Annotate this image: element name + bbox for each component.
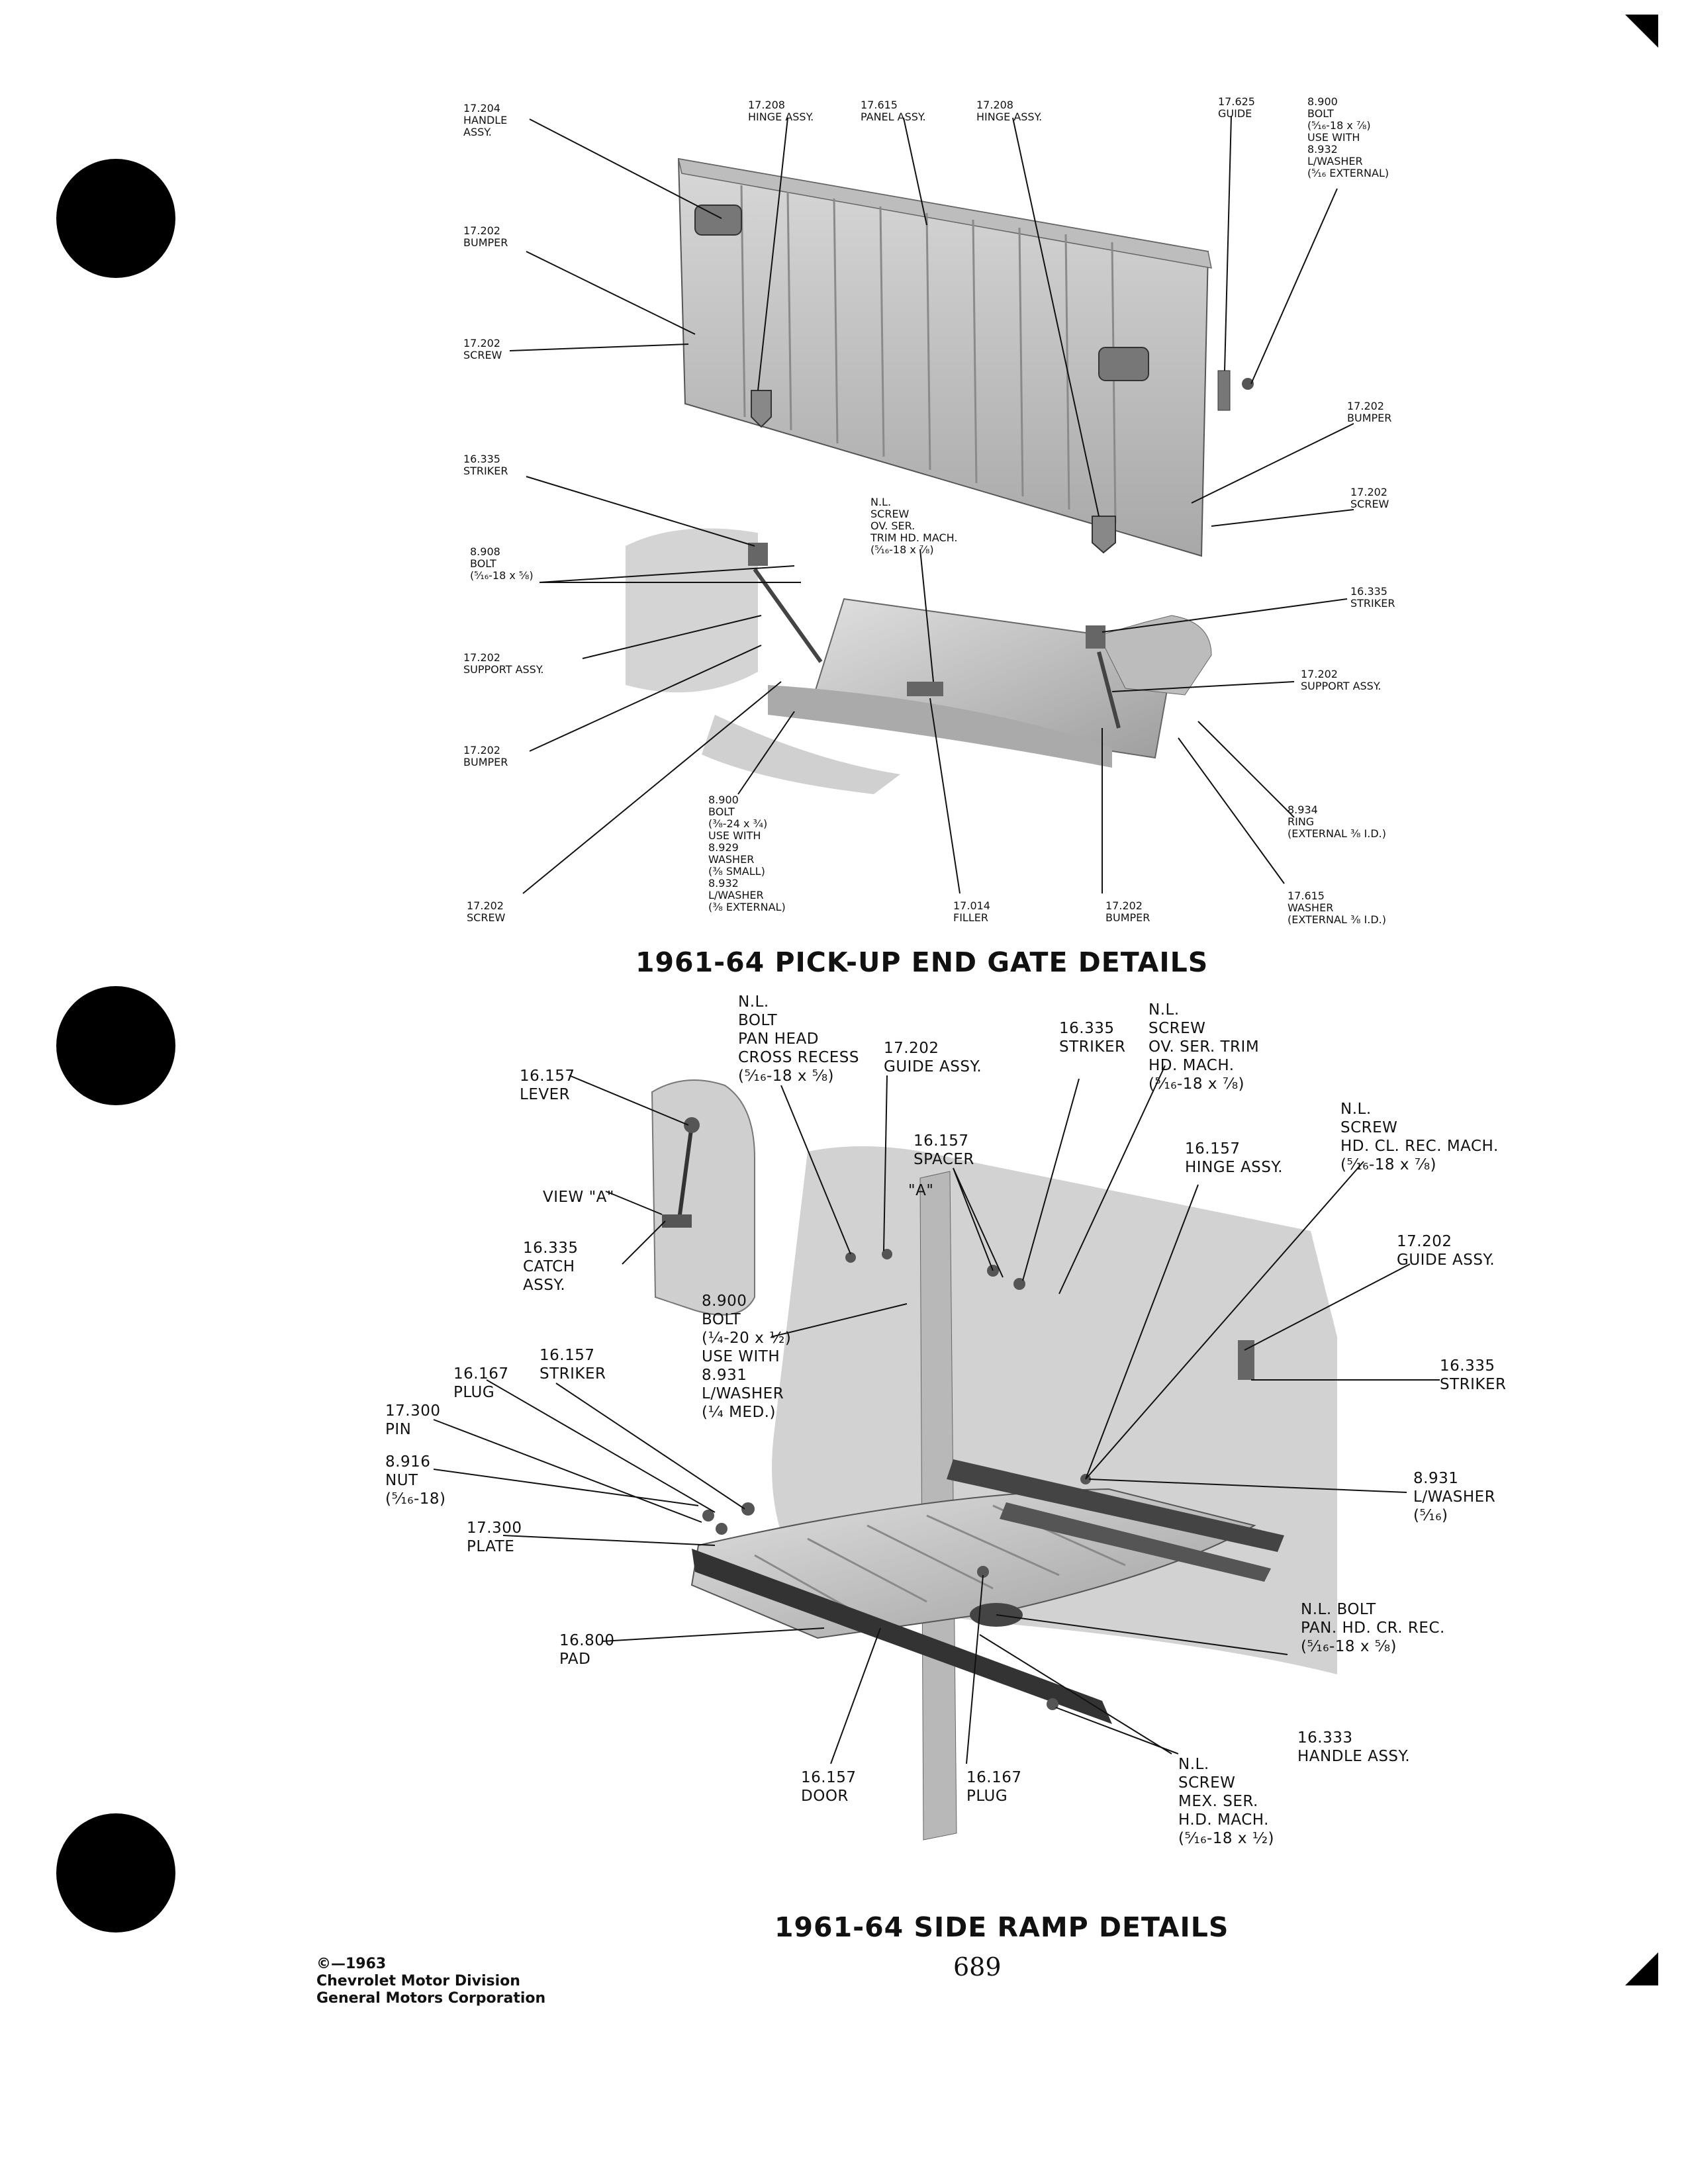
callout-striker-top: 16.335 STRIKER xyxy=(1059,1020,1126,1056)
binder-hole-bottom xyxy=(56,1813,175,1933)
callout-bolt-pan-head: N.L. BOLT PAN HEAD CROSS RECESS (⁵⁄₁₆-18… xyxy=(738,993,859,1085)
callout-striker-16157: 16.157 STRIKER xyxy=(539,1347,606,1383)
binder-hole-top xyxy=(56,159,175,278)
callout-ring: 8.934 RING (EXTERNAL ³⁄₈ I.D.) xyxy=(1288,803,1386,840)
side-ramp-drawing xyxy=(690,1146,1337,1841)
callout-door: 16.157 DOOR xyxy=(801,1769,857,1805)
callout-bumper-lower-left: 17.202 BUMPER xyxy=(463,744,508,768)
callout-screw-hd-cl: N.L. SCREW HD. CL. REC. MACH. (⁵⁄₁₆-18 x… xyxy=(1340,1101,1499,1173)
callout-guide: 17.625 GUIDE xyxy=(1218,95,1255,120)
callout-plate: 17.300 PLATE xyxy=(467,1520,522,1555)
callout-panel: 17.615 PANEL ASSY. xyxy=(861,99,926,123)
callout-bolt-guide: 8.900 BOLT (⁵⁄₁₆-18 x ⁷⁄₈) USE WITH 8.93… xyxy=(1307,95,1389,179)
callout-screw-upper-right: 17.202 SCREW xyxy=(1350,486,1389,510)
callout-hinge-left: 17.208 HINGE ASSY. xyxy=(748,99,814,123)
callout-bumper-upper-right: 17.202 BUMPER xyxy=(1347,400,1392,424)
callout-guide-assy-top: 17.202 GUIDE ASSY. xyxy=(884,1040,982,1075)
view-a-detail-drawing xyxy=(651,1079,755,1316)
callout-view-a: VIEW "A" xyxy=(543,1189,614,1206)
callout-screw-mex: N.L. SCREW MEX. SER. H.D. MACH. (⁵⁄₁₆-18… xyxy=(1178,1756,1275,1847)
callout-bolt-900: 8.900 BOLT (³⁄₈-24 x ³⁄₄) USE WITH 8.929… xyxy=(708,794,786,913)
pickup-bed-drawing xyxy=(626,528,1212,794)
callout-catch: 16.335 CATCH ASSY. xyxy=(523,1240,579,1294)
callout-striker-left: 16.335 STRIKER xyxy=(463,453,508,477)
callout-washer: 17.615 WASHER (EXTERNAL ³⁄₈ I.D.) xyxy=(1288,889,1386,926)
callout-bolt-pan-hd: N.L. BOLT PAN. HD. CR. REC. (⁵⁄₁₆-18 x ⁵… xyxy=(1301,1601,1445,1655)
callout-spacer: 16.157 SPACER xyxy=(914,1132,974,1168)
callout-screw-ov: N.L. SCREW OV. SER. TRIM HD. MACH. (⁵⁄₁₆… xyxy=(1149,1001,1260,1093)
callout-bumper-upper-left: 17.202 BUMPER xyxy=(463,224,508,249)
callout-striker-right: 16.335 STRIKER xyxy=(1350,585,1395,610)
callout-plug-bottom: 16.167 PLUG xyxy=(966,1769,1022,1805)
callout-striker-right: 16.335 STRIKER xyxy=(1440,1357,1507,1393)
callout-bolt-900-ramp: 8.900 BOLT (¹⁄₄-20 x ¹⁄₂) USE WITH 8.931… xyxy=(702,1293,792,1421)
copyright-notice: ©—1963 Chevrolet Motor Division General … xyxy=(316,1956,546,2007)
callout-screw-trim: N.L. SCREW OV. SER. TRIM HD. MACH. (⁵⁄₁₆… xyxy=(870,496,958,556)
callout-bolt-908: 8.908 BOLT (⁵⁄₁₆-18 x ⁵⁄₈) xyxy=(470,545,534,582)
callout-support-left: 17.202 SUPPORT ASSY. xyxy=(463,651,544,676)
end-gate-panel-drawing xyxy=(677,158,1254,557)
callout-screw-lower-left: 17.202 SCREW xyxy=(467,899,506,924)
callout-pin: 17.300 PIN xyxy=(385,1402,441,1438)
callout-lwasher: 8.931 L/WASHER (⁵⁄₁₆) xyxy=(1413,1470,1496,1524)
leader-lines xyxy=(433,115,1440,1764)
callout-nut: 8.916 NUT (⁵⁄₁₆-18) xyxy=(385,1453,446,1508)
callout-hinge-right: 17.208 HINGE ASSY. xyxy=(976,99,1043,123)
callout-lever: 16.157 LEVER xyxy=(520,1068,575,1103)
callout-handle-assy: 16.333 HANDLE ASSY. xyxy=(1297,1729,1411,1765)
callout-plug-top: 16.167 PLUG xyxy=(453,1365,509,1401)
corner-mark-bottom xyxy=(1625,1952,1658,1985)
callout-bumper-lower-right: 17.202 BUMPER xyxy=(1105,899,1150,924)
callout-hinge-assy: 16.157 HINGE ASSY. xyxy=(1185,1140,1284,1176)
callout-view-a-mark: "A" xyxy=(908,1182,934,1199)
end-gate-title: 1961-64 PICK-UP END GATE DETAILS xyxy=(635,946,1209,978)
page-number: 689 xyxy=(953,1952,1002,1981)
callout-guide-assy-right: 17.202 GUIDE ASSY. xyxy=(1397,1233,1495,1269)
callout-screw-upper-left: 17.202 SCREW xyxy=(463,337,502,361)
callout-pad: 16.800 PAD xyxy=(559,1632,615,1668)
binder-hole-middle xyxy=(56,986,175,1105)
callout-support-right: 17.202 SUPPORT ASSY. xyxy=(1301,668,1382,692)
callout-filler: 17.014 FILLER xyxy=(953,899,990,924)
callout-handle: 17.204 HANDLE ASSY. xyxy=(463,102,508,138)
side-ramp-title: 1961-64 SIDE RAMP DETAILS xyxy=(774,1911,1229,1943)
corner-mark-top xyxy=(1625,15,1658,48)
